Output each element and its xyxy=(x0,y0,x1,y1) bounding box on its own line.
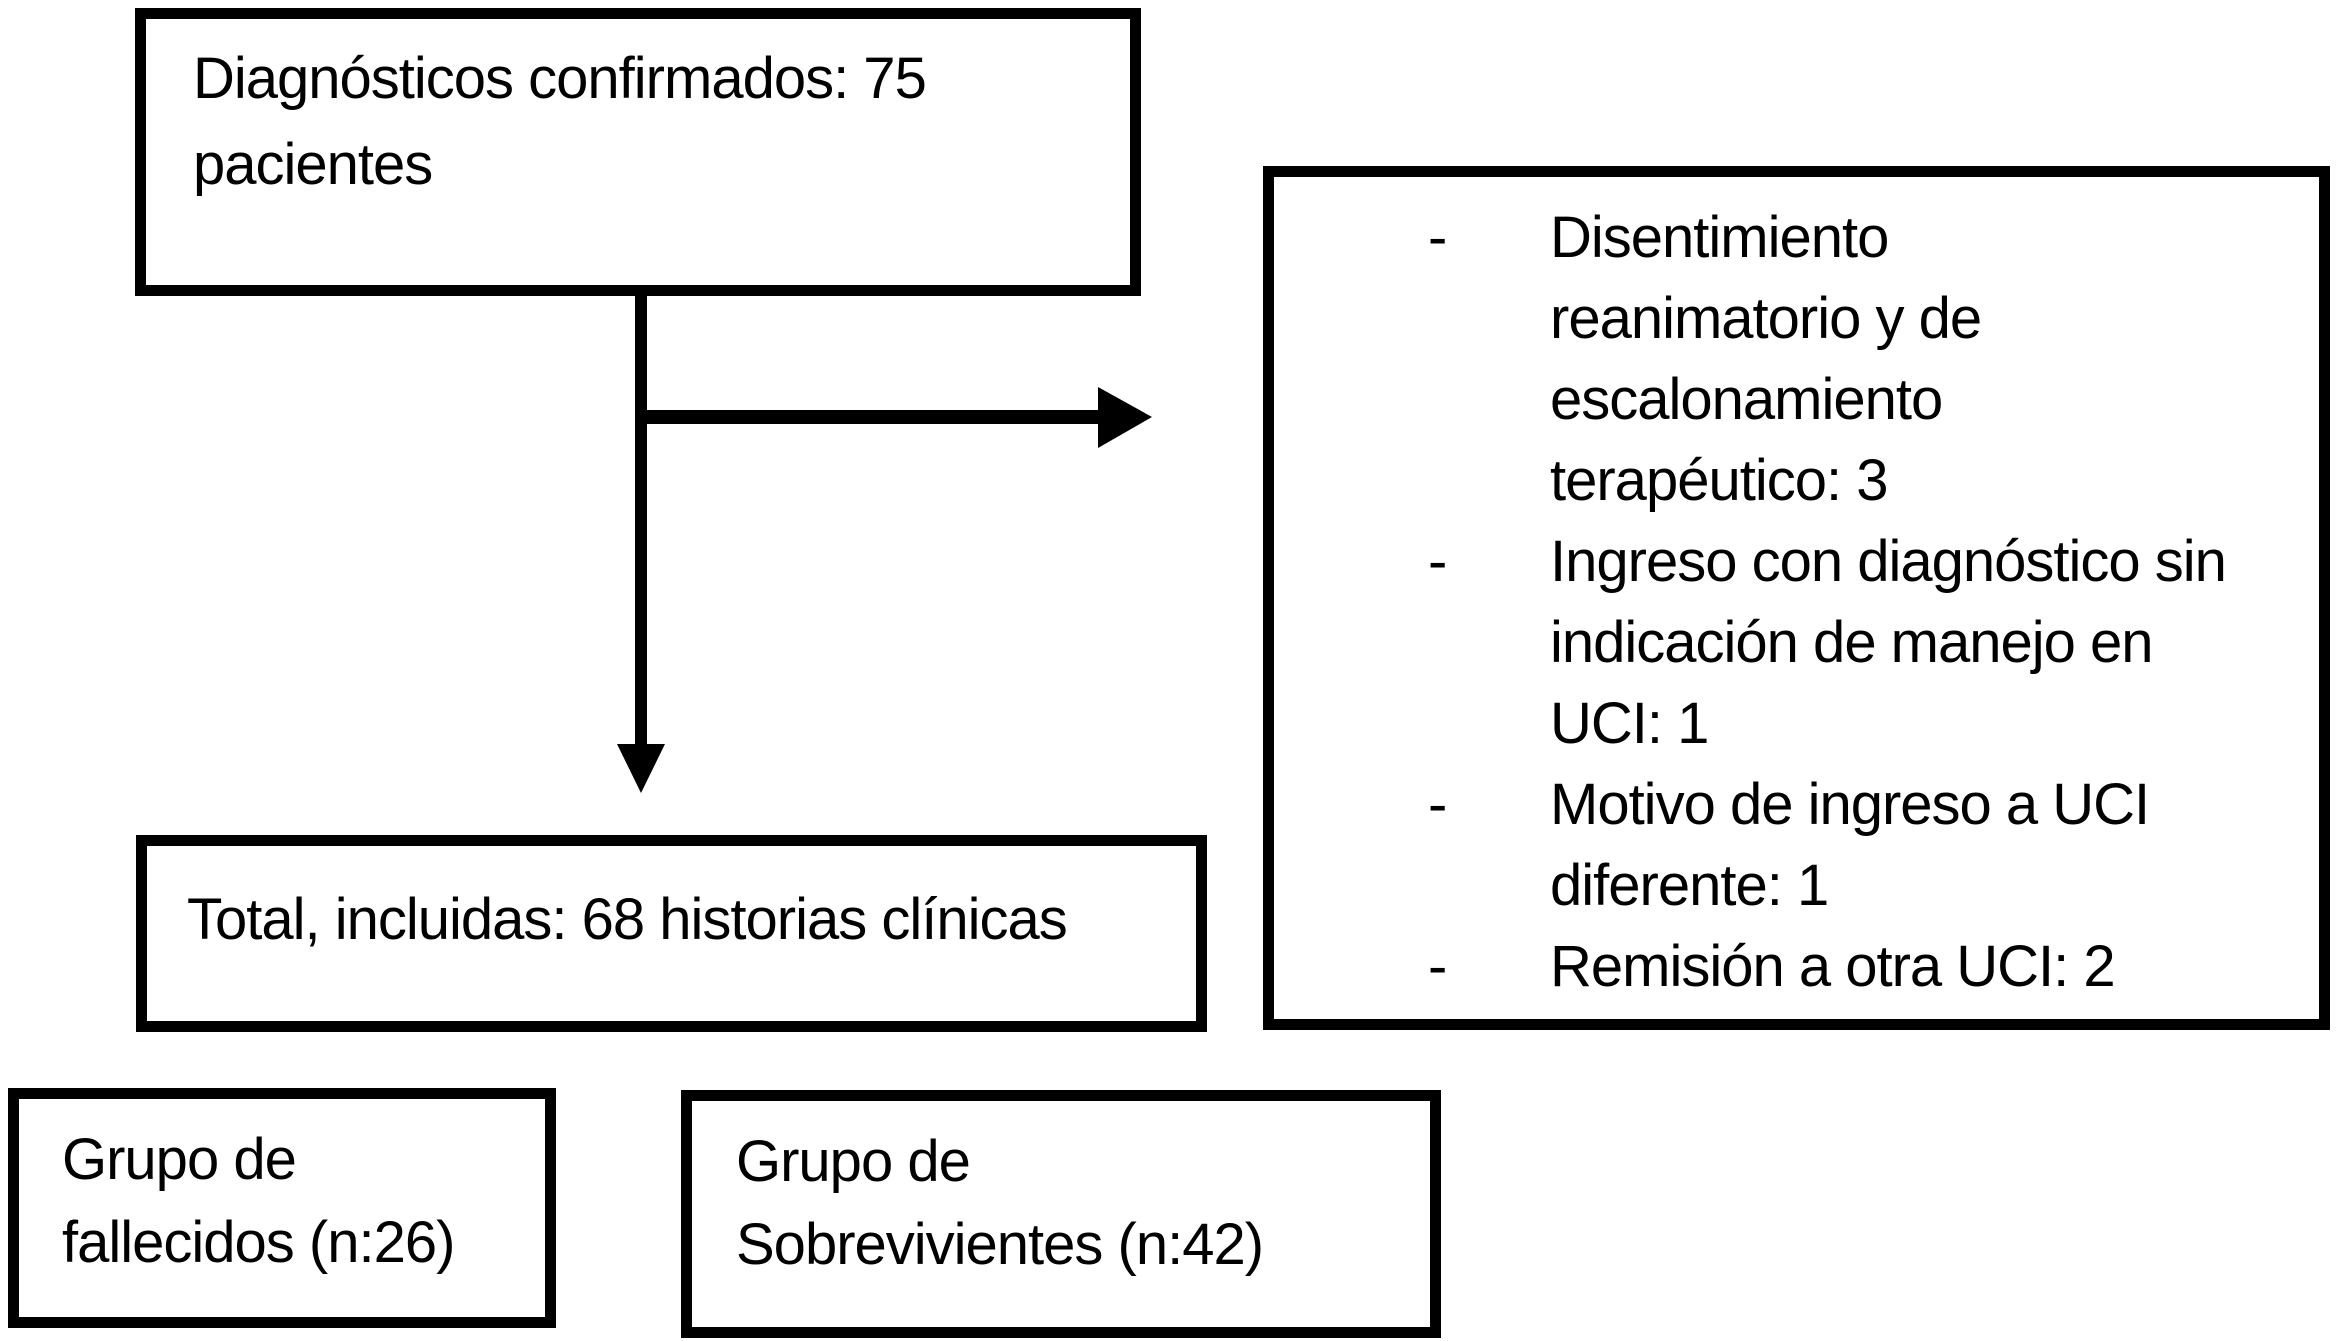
box-exclusions: - Disentimiento reanimatorio y de escalo… xyxy=(1263,166,2330,1030)
exclusion-line: Remisión a otra UCI: 2 xyxy=(1550,934,2116,999)
exclusion-item-text: Disentimiento reanimatorio y de escalona… xyxy=(1550,197,2309,521)
exclusion-item: - Motivo de ingreso a UCI diferente: 1 xyxy=(1428,764,2309,926)
bullet-dash: - xyxy=(1428,772,1447,837)
exclusion-item-text: Ingreso con diagnóstico sin indicación d… xyxy=(1550,521,2309,764)
bullet-dash: - xyxy=(1428,934,1447,999)
bullet-dash: - xyxy=(1428,529,1447,594)
exclusion-line: Ingreso con diagnóstico sin xyxy=(1550,529,2227,594)
exclusion-item-text: Motivo de ingreso a UCI diferente: 1 xyxy=(1550,764,2309,926)
total-line-1: Total, incluidas: 68 historias clínicas xyxy=(187,887,1068,952)
survivors-line-1: Grupo de xyxy=(736,1129,971,1194)
survivors-line-2: Sobrevivientes (n:42) xyxy=(736,1212,1264,1277)
exclusion-item-text: Remisión a otra UCI: 2 xyxy=(1550,926,2309,1007)
down-arrowhead-icon xyxy=(617,744,665,793)
exclusion-item: - Remisión a otra UCI: 2 xyxy=(1428,926,2309,1007)
right-arrowhead-icon xyxy=(1098,387,1152,448)
bullet-dash: - xyxy=(1428,205,1447,270)
exclusion-line: escalonamiento xyxy=(1550,367,1943,432)
exclusion-line: reanimatorio y de xyxy=(1550,286,1982,351)
exclusion-line: terapéutico: 3 xyxy=(1550,448,1888,513)
deceased-line-2: fallecidos (n:26) xyxy=(62,1210,455,1275)
deceased-line-1: Grupo de xyxy=(62,1127,297,1192)
box-deceased-group: Grupo de fallecidos (n:26) xyxy=(8,1088,556,1328)
exclusion-line: diferente: 1 xyxy=(1550,853,1829,918)
box-total-included: Total, incluidas: 68 historias clínicas xyxy=(136,835,1207,1032)
exclusion-item: - Ingreso con diagnóstico sin indicación… xyxy=(1428,521,2309,764)
exclusion-line: indicación de manejo en xyxy=(1550,610,2154,675)
exclusion-item: - Disentimiento reanimatorio y de escalo… xyxy=(1428,197,2309,521)
exclusion-line: UCI: 1 xyxy=(1550,691,1709,756)
box-confirmed-diagnoses: Diagnósticos confirmados: 75 pacientes xyxy=(135,8,1141,296)
confirmed-line-1: Diagnósticos confirmados: 75 xyxy=(193,46,927,111)
confirmed-line-2: pacientes xyxy=(193,132,433,197)
exclusion-line: Disentimiento xyxy=(1550,205,1889,270)
exclusion-line: Motivo de ingreso a UCI xyxy=(1550,772,2150,837)
box-survivors-group: Grupo de Sobrevivientes (n:42) xyxy=(681,1090,1441,1338)
